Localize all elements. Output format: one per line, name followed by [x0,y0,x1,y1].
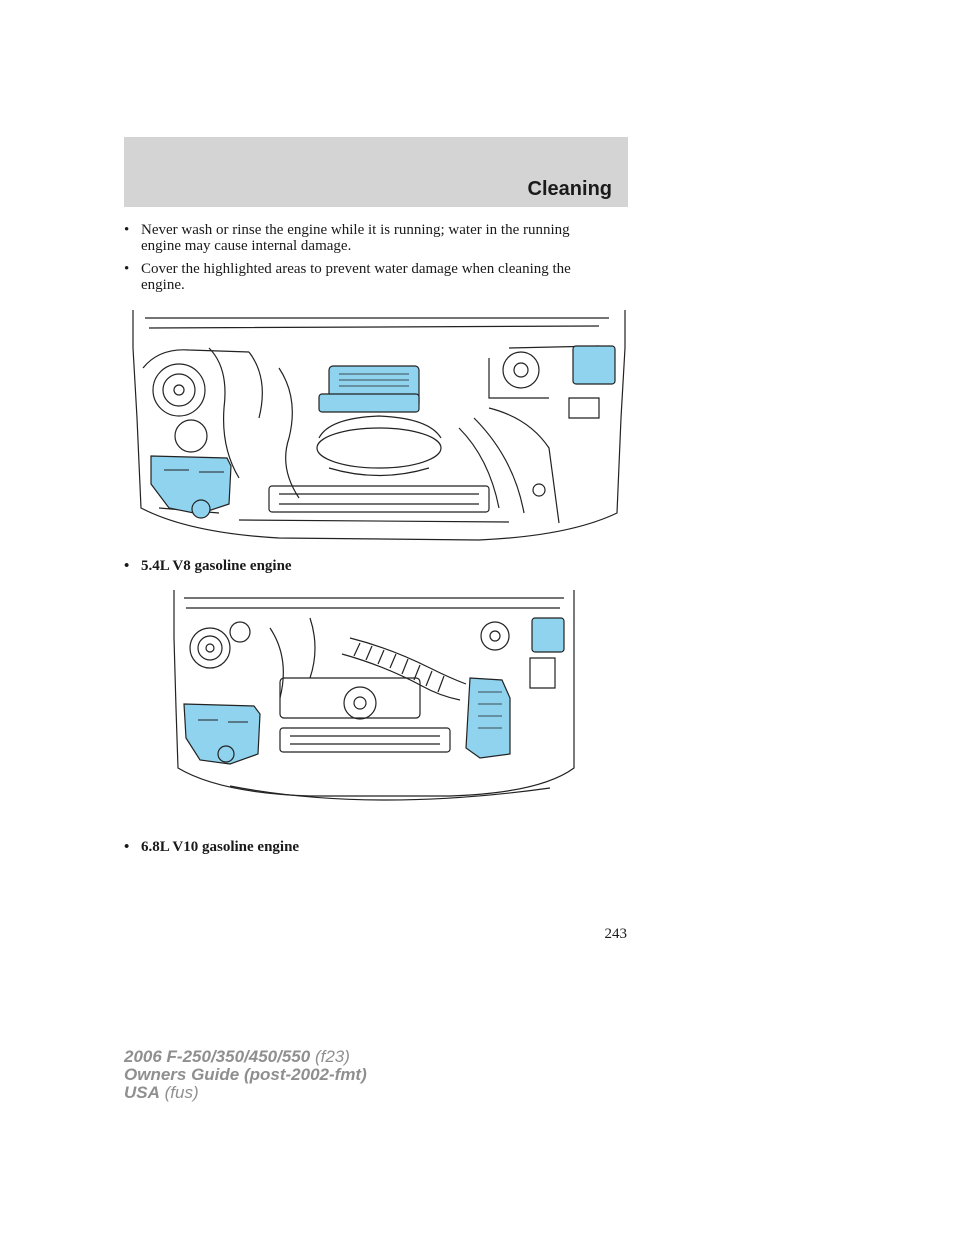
document-footer: 2006 F-250/350/450/550 (f23) Owners Guid… [124,1048,367,1102]
engine-illustration-v8 [129,308,629,548]
bullet-symbol: • [124,839,130,855]
page-number: 243 [604,926,628,942]
engine-illustration-v10 [170,588,578,818]
bullet-symbol: • [124,261,130,277]
footer-line-3: USA (fus) [124,1084,367,1102]
footer-model-code: (f23) [314,1047,350,1066]
illustration-caption: 5.4L V8 gasoline engine [141,558,292,574]
caption-item: • 5.4L V8 gasoline engine [124,558,610,574]
section-title: Cleaning [527,178,612,200]
footer-market-code: (fus) [164,1083,199,1102]
footer-market: USA [124,1083,160,1102]
bullet-text: Cover the highlighted areas to prevent w… [141,261,571,293]
bullet-item: • Never wash or rinse the engine while i… [124,222,610,254]
illustration-caption: 6.8L V10 gasoline engine [141,839,300,855]
bullet-text: Never wash or rinse the engine while it … [141,222,570,254]
caption-item: • 6.8L V10 gasoline engine [124,839,610,855]
footer-model: 2006 F-250/350/450/550 [124,1047,311,1066]
footer-guide: Owners Guide (post-2002-fmt) [124,1065,367,1084]
footer-line-2: Owners Guide (post-2002-fmt) [124,1066,367,1084]
footer-line-1: 2006 F-250/350/450/550 (f23) [124,1048,367,1066]
bullet-symbol: • [124,558,130,574]
bullet-symbol: • [124,222,130,238]
bullet-item: • Cover the highlighted areas to prevent… [124,261,610,293]
section-header-band: Cleaning [124,137,628,207]
